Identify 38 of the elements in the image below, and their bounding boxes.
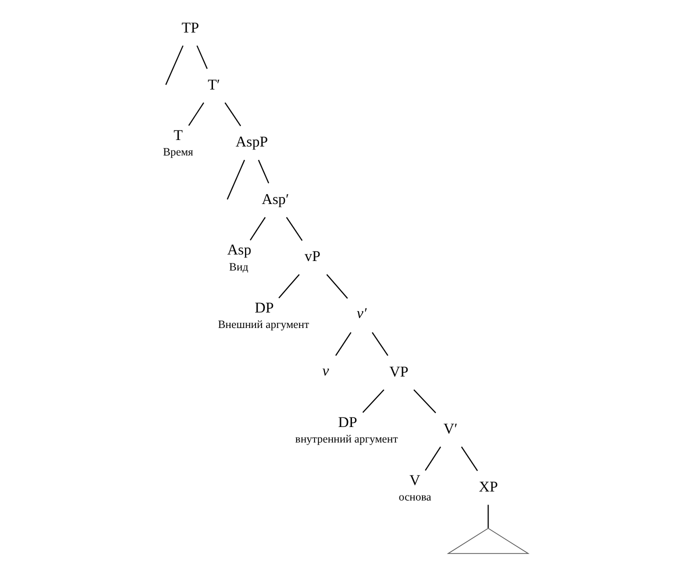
node-text: V (408, 472, 420, 489)
connector (460, 446, 478, 472)
node-text: DP (338, 415, 357, 432)
node-text: V′ (442, 422, 457, 438)
node-triangle (446, 528, 530, 554)
connector (196, 45, 208, 69)
node-label: Вид (228, 261, 248, 274)
connector (334, 332, 351, 356)
connector (258, 160, 269, 184)
connector (362, 389, 384, 413)
connector (188, 102, 204, 126)
connector (224, 102, 241, 126)
node-label: внутренний аргумент (294, 434, 398, 446)
connector (249, 217, 266, 240)
node-text: XP (478, 479, 498, 496)
node-label: основа (398, 491, 431, 504)
node-text: VP (388, 364, 408, 380)
node-label: Время (162, 146, 193, 159)
node-text: T′ (207, 77, 220, 94)
node-label: Внешний аргумент (217, 319, 309, 332)
node-text: v′ (356, 306, 366, 322)
node-text: DP (254, 300, 274, 316)
connector (286, 217, 302, 241)
node-text: T (173, 128, 182, 144)
node-text: v (322, 363, 328, 380)
node-text: AspP (235, 134, 268, 151)
node-text: Asp′ (261, 192, 289, 208)
connector (326, 274, 348, 299)
connector (412, 389, 436, 414)
connector (371, 332, 388, 356)
connector (424, 446, 441, 471)
node-text: vP (304, 249, 320, 266)
node-text: TP (181, 20, 199, 36)
connector (278, 274, 300, 298)
node-text: Asp (226, 242, 251, 259)
connector (226, 160, 245, 200)
connector (487, 504, 488, 528)
connector (164, 45, 183, 85)
